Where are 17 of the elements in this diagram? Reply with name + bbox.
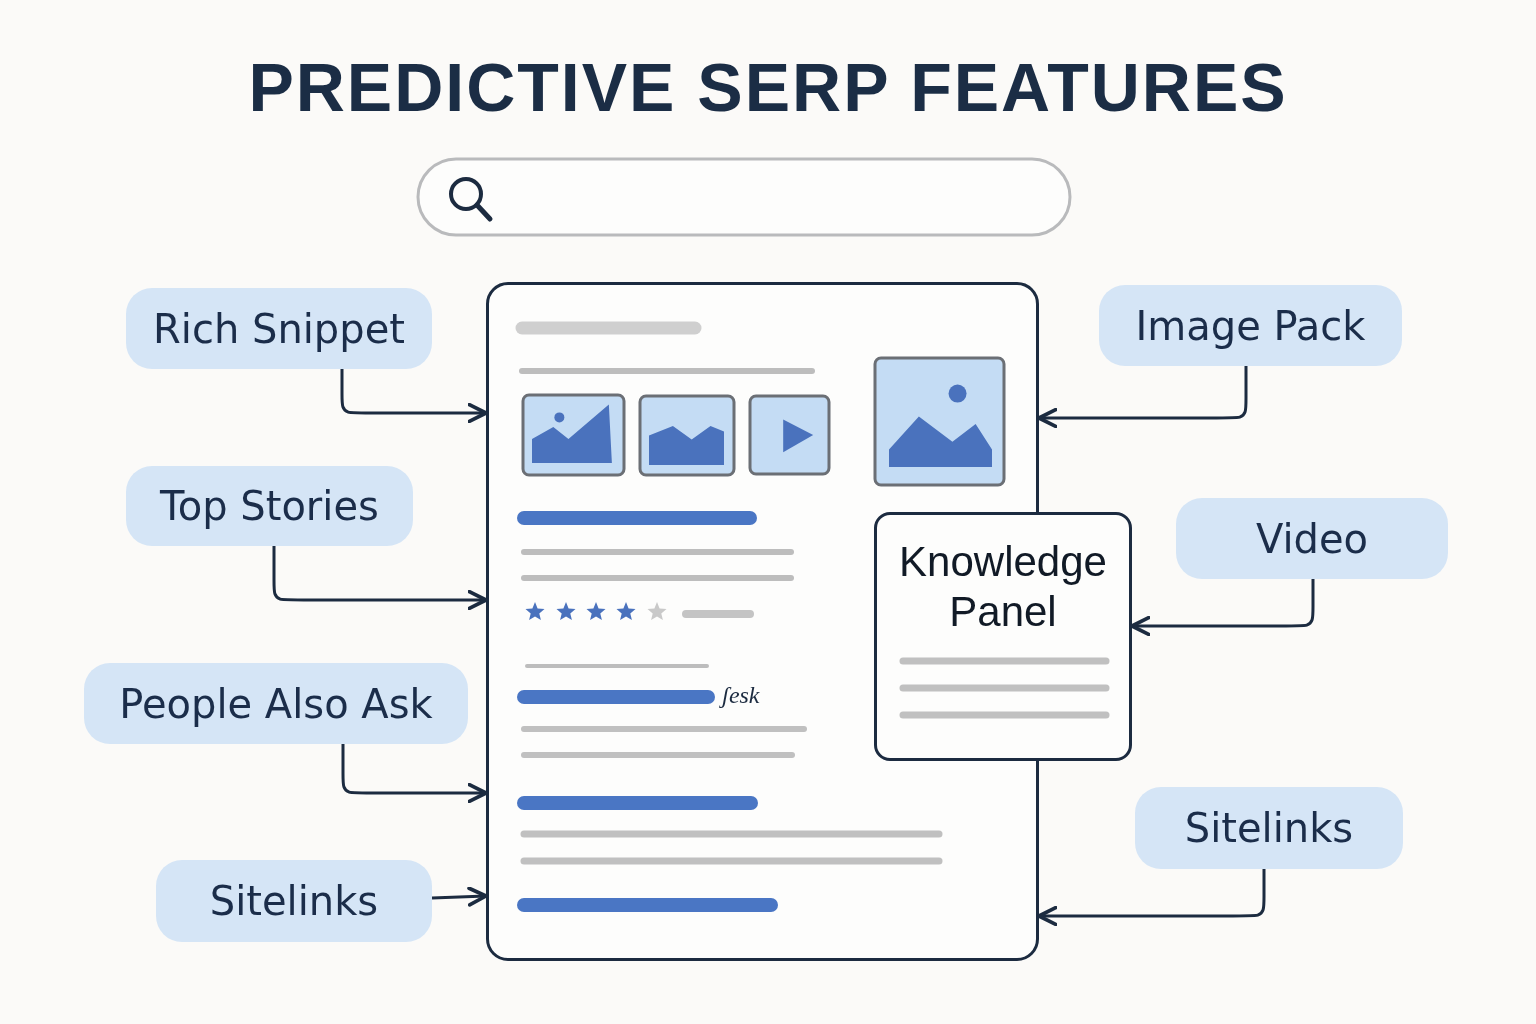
arrow (340, 369, 488, 424)
arrow (1037, 366, 1248, 429)
feature-label: Image Pack (1099, 285, 1402, 366)
arrow (341, 744, 488, 804)
feature-label: Sitelinks (156, 860, 432, 942)
arrow (272, 546, 488, 611)
arrow (1037, 869, 1266, 927)
feature-label: Video (1176, 498, 1448, 579)
diagram-title: PREDICTIVE SERP FEATURES (247, 48, 1289, 126)
feature-label: People Also Ask (84, 663, 468, 744)
feature-label: Sitelinks (1135, 787, 1403, 869)
panel-title: Knowledge Panel (898, 537, 1108, 638)
feature-label: Top Stories (126, 466, 413, 546)
feature-label: Rich Snippet (126, 288, 432, 369)
knowledge-panel-card (874, 512, 1132, 761)
arrow (1130, 579, 1315, 637)
arrow (431, 886, 488, 907)
